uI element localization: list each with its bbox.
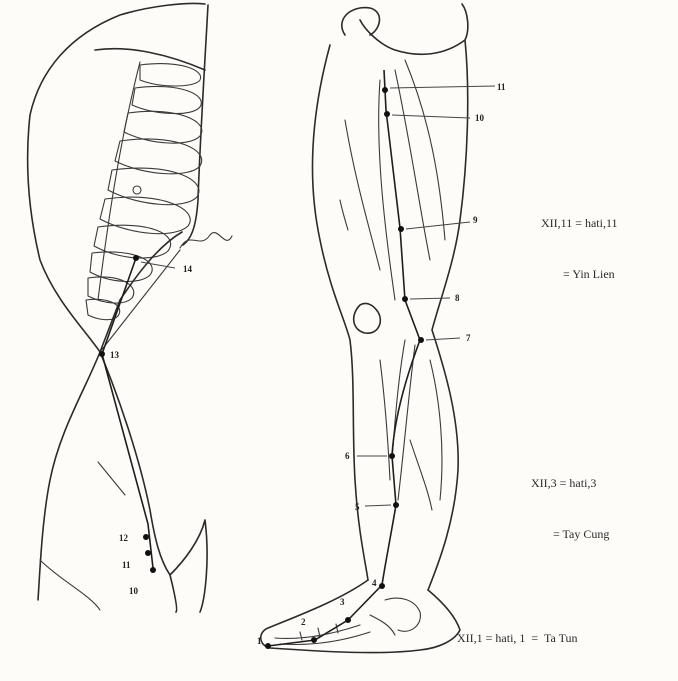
torso-point-14 xyxy=(133,255,139,261)
leg-label-4: 4 xyxy=(372,578,377,588)
leg-label-6: 6 xyxy=(345,451,350,461)
kneecap xyxy=(354,303,381,333)
caption-ta-tun: XII,1 = hati, 1 = Ta Tun xyxy=(457,596,577,681)
thigh-mark xyxy=(98,462,125,495)
leg-point-6 xyxy=(389,453,395,459)
torso-point-10 xyxy=(150,567,156,573)
torso-meridian-line xyxy=(102,258,153,568)
torso-point-13 xyxy=(99,351,105,357)
leg-points: 11 10 9 8 7 6 5 4 3 2 xyxy=(257,82,506,649)
leader-5 xyxy=(365,505,391,506)
thigh-inner xyxy=(428,40,468,590)
leader-7 xyxy=(426,338,460,340)
torso-label-11: 11 xyxy=(122,560,131,570)
caption-tay-cung-line1: XII,3 = hati,3 xyxy=(531,475,609,492)
leg-point-9 xyxy=(398,226,404,232)
leg-label-8: 8 xyxy=(455,293,460,303)
leg-point-11 xyxy=(382,87,388,93)
torso-point-12 xyxy=(143,534,149,540)
torso-label-14: 14 xyxy=(183,264,193,274)
rib xyxy=(124,111,202,143)
leg-label-10: 10 xyxy=(475,113,485,123)
wave-mark xyxy=(180,233,232,248)
torso-label-13: 13 xyxy=(110,350,120,360)
thigh-outer xyxy=(313,45,368,580)
leg-point-8 xyxy=(402,296,408,302)
leg-meridian-line xyxy=(268,70,420,646)
torso-label-10: 10 xyxy=(129,586,139,596)
leg-label-7: 7 xyxy=(466,333,471,343)
leg-label-11: 11 xyxy=(497,82,506,92)
costal-margin-inner xyxy=(100,250,180,352)
side-contour xyxy=(183,5,208,245)
leg-point-3 xyxy=(345,617,351,623)
leg-point-10 xyxy=(384,111,390,117)
caption-yin-lien: XII,11 = hati,11 = Yin Lien xyxy=(541,181,618,317)
leg-label-1: 1 xyxy=(257,636,262,646)
torso-points: 14 13 12 11 10 xyxy=(99,255,193,596)
leg-label-9: 9 xyxy=(473,215,478,225)
groin-outline xyxy=(100,352,207,612)
costal-margin xyxy=(100,232,182,352)
rib xyxy=(140,64,201,86)
nipple-mark xyxy=(133,186,141,194)
foot-outline xyxy=(261,580,460,653)
leader-11 xyxy=(390,86,495,88)
leg-point-2 xyxy=(311,637,317,643)
torso-outline xyxy=(28,3,205,600)
leg-figure xyxy=(261,4,468,653)
caption-ta-tun-line1: XII,1 = hati, 1 = Ta Tun xyxy=(457,630,577,647)
caption-tay-cung: XII,3 = hati,3 = Tay Cung xyxy=(531,441,609,577)
leg-point-4 xyxy=(379,583,385,589)
caption-yin-lien-line1: XII,11 = hati,11 xyxy=(541,215,618,232)
groin-line xyxy=(40,560,100,610)
leg-point-1 xyxy=(265,643,271,649)
caption-yin-lien-line2: = Yin Lien xyxy=(541,266,618,283)
leg-point-5 xyxy=(393,502,399,508)
torso-figure xyxy=(28,3,232,612)
caption-tay-cung-line2: = Tay Cung xyxy=(531,526,609,543)
rib xyxy=(108,168,199,205)
torso-label-12: 12 xyxy=(119,533,129,543)
leg-label-5: 5 xyxy=(355,502,360,512)
hip-outline xyxy=(342,4,468,54)
ribcage xyxy=(86,62,202,352)
rib xyxy=(132,86,201,113)
torso-point-11 xyxy=(145,550,151,556)
leader-9 xyxy=(406,222,470,229)
leg-point-7 xyxy=(418,337,424,343)
leader-8 xyxy=(410,298,450,299)
leg-label-2: 2 xyxy=(301,617,306,627)
leg-label-3: 3 xyxy=(340,597,345,607)
